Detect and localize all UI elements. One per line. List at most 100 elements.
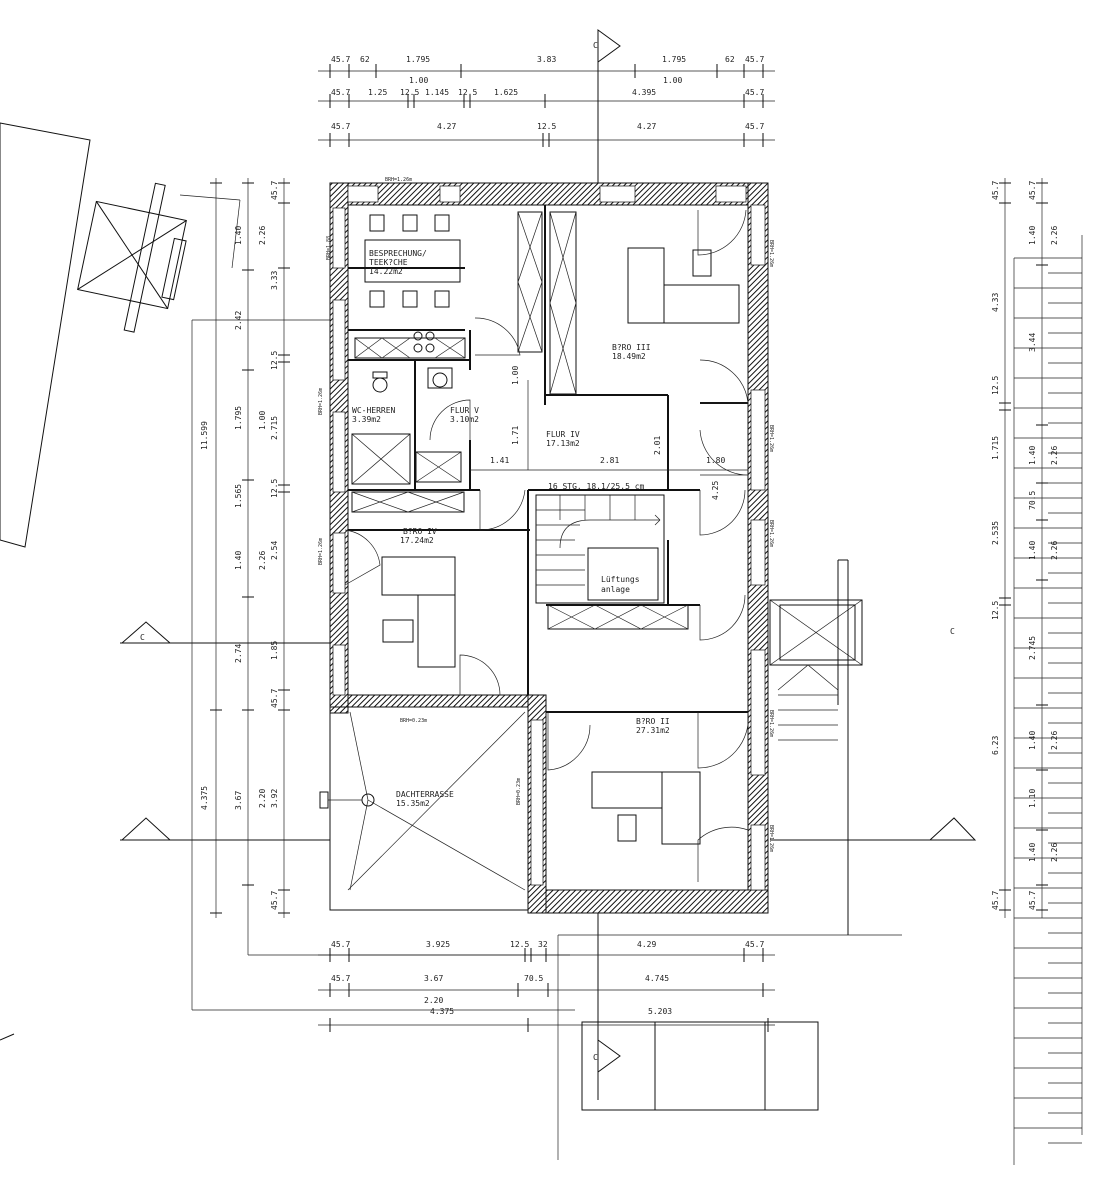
section-mark-top: C	[593, 41, 598, 50]
dim-left-20: 3.67	[234, 791, 243, 810]
label-vent: Lüftungs	[601, 575, 640, 584]
dim-bot-1-d: 32	[538, 940, 548, 949]
dim-int-3: 1.41	[490, 456, 509, 465]
dim-bot-1-f: 45.7	[745, 940, 764, 949]
left-dimension-chains: 45.7 2.26 1.40 3.33 2.42 12.5 1.795 1.00…	[191, 178, 575, 1011]
label-hall5: FLUR V	[450, 406, 479, 415]
label-terrace-area: 15.35m2	[396, 799, 430, 808]
right-annex	[581, 559, 863, 1111]
dim-left-1: 45.7	[270, 181, 279, 200]
label-office4-area: 17.24m2	[400, 536, 434, 545]
dim-left-4: 3.33	[270, 271, 279, 290]
section-mark-left: C	[140, 633, 145, 642]
dim-right-16: 2.745	[1028, 636, 1037, 660]
bottom-dimension-chains: 45.7 3.925 12.5 32 4.29 45.7 45.7 3.67 7…	[318, 934, 902, 1160]
dim-left-9: 2.715	[270, 416, 279, 440]
dim-left-18: 2.20	[258, 789, 267, 808]
section-mark-right: C	[950, 627, 955, 636]
dim-right-6: 3.44	[1028, 333, 1037, 352]
label-meeting: BESPRECHUNG/	[369, 249, 427, 258]
brh-4: BRH=0.23m	[400, 718, 427, 724]
dim-right-3: 1.40	[1028, 226, 1037, 245]
dim-right-15: 12.5	[991, 601, 1000, 620]
dim-bot-1-c: 12.5	[510, 940, 529, 949]
dim-left-16: 1.85	[270, 641, 279, 660]
dim-right-5: 4.33	[991, 293, 1000, 312]
neighbour-building	[0, 122, 241, 1041]
label-office2: B?RO II	[636, 717, 670, 726]
dim-right-12: 2.535	[991, 521, 1000, 545]
dim-left-total: 11.599	[200, 421, 209, 450]
label-office2-area: 27.31m2	[636, 726, 670, 735]
dim-int-1: 1.00	[511, 366, 520, 385]
top-dimension-chains: 45.7 62 1.795 3.83 1.795 62 45.7 1.00 1.…	[318, 55, 775, 147]
dim-right-11: 70.5	[1028, 491, 1037, 510]
dim-top-3-c: 12.5	[537, 122, 556, 131]
brh-1: BRH=1.88	[326, 236, 332, 260]
dim-int-4: 2.81	[600, 456, 619, 465]
label-office3-area: 18.49m2	[612, 352, 646, 361]
dim-bot-1-b: 3.925	[426, 940, 450, 949]
dim-top-2-e: 12.5	[458, 88, 477, 97]
brh-7: BRH=1.26m	[768, 425, 774, 452]
doors	[344, 209, 749, 882]
room-labels: BESPRECHUNG/ TEEK?CHE 14.22m2 B?RO III 1…	[352, 249, 670, 808]
dim-left-3: 1.40	[234, 226, 243, 245]
brh-3: BRH=1.26m	[318, 538, 324, 565]
dim-top-2-h: 45.7	[745, 88, 764, 97]
exterior-walls	[329, 182, 769, 914]
dim-top-sup-a: 1.00	[409, 76, 428, 85]
dim-right-21: 1.40	[1028, 843, 1037, 862]
dim-int-2: 1.71	[511, 426, 520, 445]
dim-left-19: 3.92	[270, 789, 279, 808]
brh-2: BRH=1.26m	[318, 388, 324, 415]
brh-5: BRH=0.23m	[516, 778, 522, 805]
dim-top-sup-b: 1.00	[663, 76, 682, 85]
interior-dimensions: 1.00 1.71 1.41 2.81 2.01 1.80 4.25	[470, 366, 748, 500]
dim-top-1-f: 62	[725, 55, 735, 64]
dim-right-22: 2.26	[1050, 843, 1059, 862]
dim-top-2-d: 1.145	[425, 88, 449, 97]
brh-8: BRH=1.26m	[768, 520, 774, 547]
dim-right-8: 1.715	[991, 436, 1000, 460]
dim-right-18: 1.40	[1028, 731, 1037, 750]
dim-bot-2-d: 4.745	[645, 974, 669, 983]
dim-left-6: 12.5	[270, 351, 279, 370]
label-wc-area: 3.39m2	[352, 415, 381, 424]
label-stairs: 16 STG. 18,1/25,5 cm	[548, 482, 645, 491]
dim-bot-sub-b: 4.375	[430, 1007, 454, 1016]
label-office3: B?RO III	[612, 343, 651, 352]
dim-int-6: 1.80	[706, 456, 725, 465]
dim-right-2: 45.7	[1028, 181, 1037, 200]
brh-10: BRH=1.26m	[768, 825, 774, 852]
dim-right-9: 1.40	[1028, 446, 1037, 465]
dim-right-10: 2.26	[1050, 446, 1059, 465]
dim-right-20: 1.10	[1028, 789, 1037, 808]
dim-left-7: 1.795	[234, 406, 243, 430]
dim-left-8: 1.00	[258, 411, 267, 430]
brh-11: BRH=1.26m	[385, 177, 412, 183]
brh-6: BRH=1.26m	[768, 240, 774, 267]
dim-top-3-e: 45.7	[745, 122, 764, 131]
dim-top-1-d: 3.83	[537, 55, 556, 64]
dim-left-17: 45.7	[270, 689, 279, 708]
dim-left-22: 45.7	[270, 891, 279, 910]
label-hall4: FLUR IV	[546, 430, 580, 439]
dim-left-15: 2.74	[234, 644, 243, 663]
furniture	[319, 211, 740, 891]
dim-int-5: 2.01	[653, 436, 662, 455]
interior-walls	[348, 205, 748, 713]
section-axis: C C C C	[120, 29, 977, 1100]
dim-right-23: 45.7	[991, 891, 1000, 910]
label-hall5-area: 3.10m2	[450, 415, 479, 424]
dim-top-1-b: 62	[360, 55, 370, 64]
dim-bot-1-e: 4.29	[637, 940, 656, 949]
dim-left-11: 1.565	[234, 484, 243, 508]
label-meeting-area: 14.22m2	[369, 267, 403, 276]
dim-right-19: 2.26	[1050, 731, 1059, 750]
dim-top-1-a: 45.7	[331, 55, 350, 64]
dim-top-2-c: 12.5	[400, 88, 419, 97]
label-wc: WC-HERREN	[352, 406, 396, 415]
